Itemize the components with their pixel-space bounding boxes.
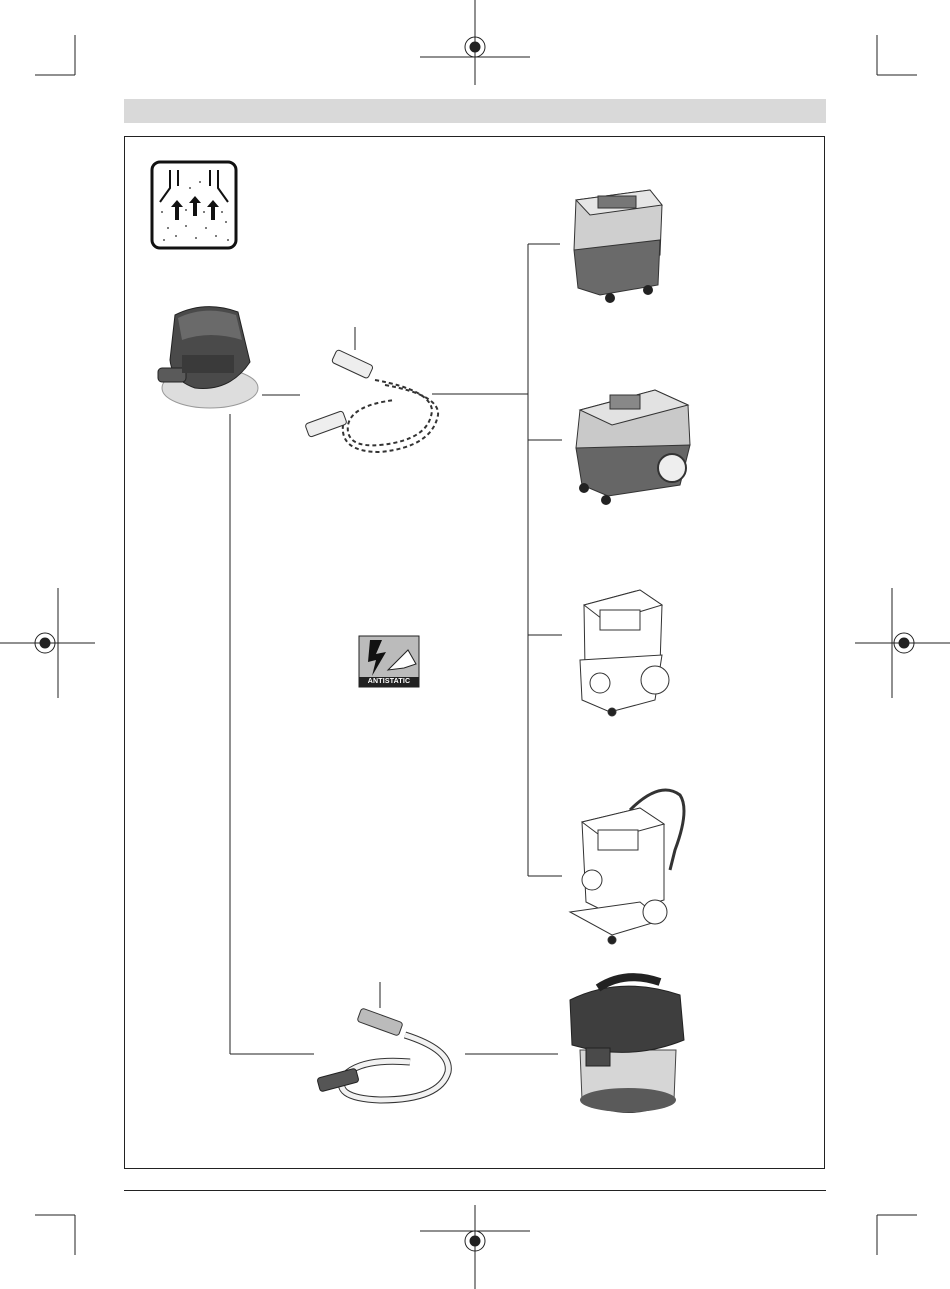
registration-mark-top	[420, 0, 530, 85]
registration-mark-left	[0, 588, 95, 698]
vacuum-cleaner-1	[574, 190, 662, 303]
registration-mark-bottom	[420, 1205, 530, 1289]
registration-mark-right	[855, 588, 950, 698]
vacuum-cleaner-2	[576, 390, 690, 505]
dust-extraction-icon	[152, 162, 236, 248]
antistatic-hose-illustration	[305, 327, 438, 452]
antistatic-badge-label: ANTISTATIC	[359, 677, 419, 687]
vacuum-cleaner-3	[580, 590, 669, 716]
standard-hose-illustration	[317, 982, 448, 1100]
vacuum-cleaner-4	[570, 790, 684, 944]
vacuum-cleaner-5	[570, 977, 684, 1112]
orbital-sander-illustration	[158, 307, 258, 408]
